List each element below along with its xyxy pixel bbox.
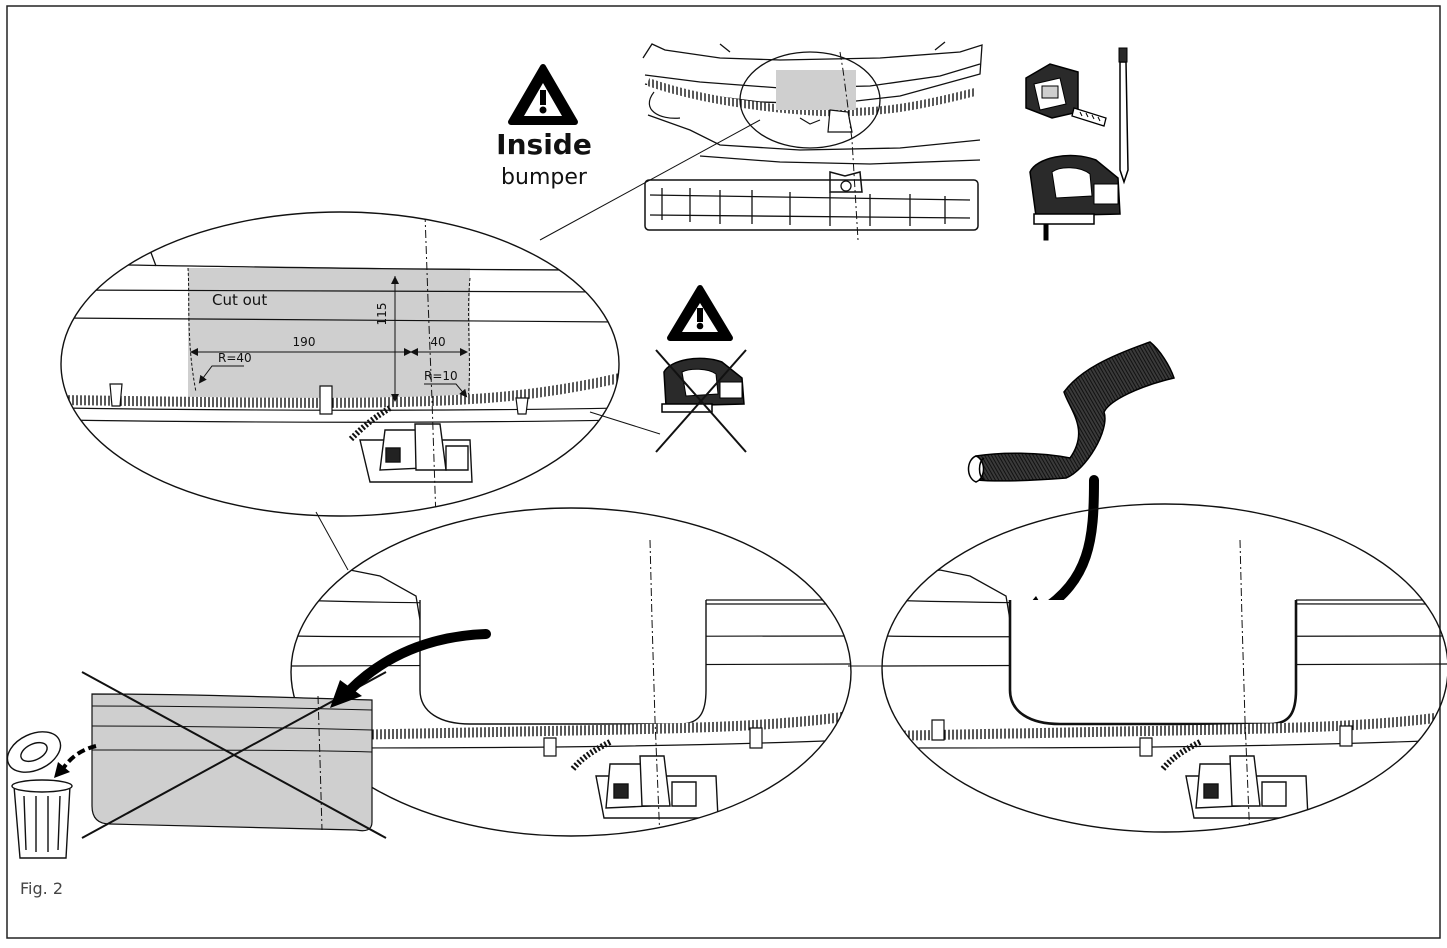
dimension-width: 190 xyxy=(293,335,316,349)
warning-icon xyxy=(508,64,578,125)
radius-right: R=10 xyxy=(424,369,458,383)
overview-harness xyxy=(646,78,976,117)
tape-measure-icon xyxy=(1025,63,1107,127)
middle-zoom-ellipse xyxy=(290,507,852,837)
warning-title: Inside xyxy=(496,128,592,161)
dimension-height: 115 xyxy=(375,303,389,326)
overview-zoom-circle xyxy=(739,51,881,149)
cutout-label: Cut out xyxy=(212,291,267,309)
remove-arrow xyxy=(345,629,491,695)
no-jigsaw-warning-icon xyxy=(667,285,733,341)
trimmed-opening-edge xyxy=(1008,600,1298,726)
wire-harness-mid xyxy=(291,711,851,741)
edge-trim-arrow xyxy=(1035,475,1099,617)
wire-harness xyxy=(61,373,619,408)
trash-bin-icon xyxy=(6,731,73,859)
right-zoom-ellipse xyxy=(881,503,1447,833)
dimension-offset: 40 xyxy=(430,335,445,349)
parking-sensor-bracket xyxy=(359,423,473,483)
scriber-icon xyxy=(1118,47,1129,185)
figure-label: Fig. 2 xyxy=(20,879,63,898)
bumper-overview xyxy=(642,41,983,231)
no-jigsaw-icon xyxy=(655,349,747,453)
radius-left: R=40 xyxy=(218,351,252,365)
page-frame xyxy=(6,5,1441,939)
cut-opening-edge xyxy=(419,600,707,725)
detail-zoom-ellipse xyxy=(60,211,620,517)
wire-harness-right xyxy=(882,711,1447,741)
jigsaw-icon xyxy=(1029,154,1121,241)
warning-subtitle: bumper xyxy=(501,165,588,190)
edge-trim-icon xyxy=(967,341,1175,483)
discard-arrow xyxy=(60,744,97,772)
overview-cutout-area xyxy=(776,70,856,110)
